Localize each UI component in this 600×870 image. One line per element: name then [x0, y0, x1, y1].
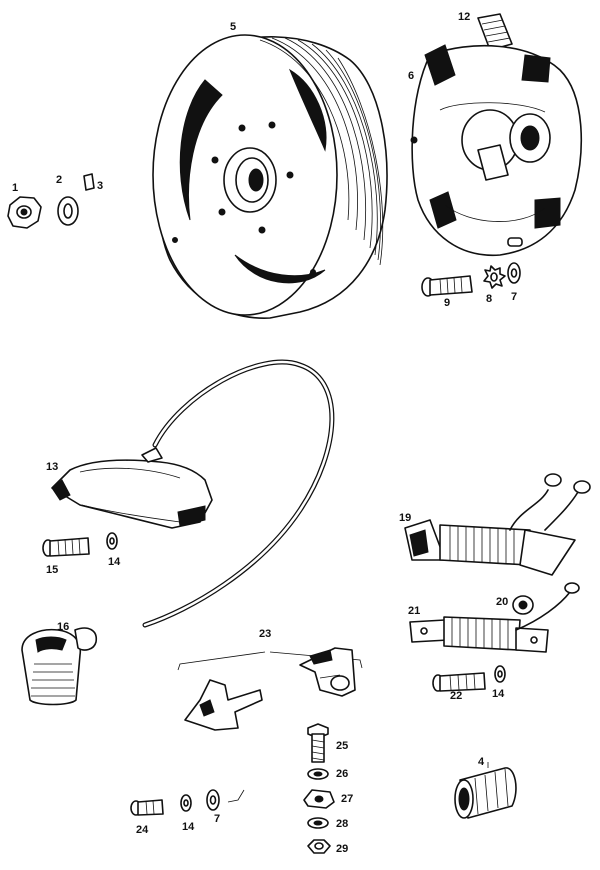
- label-16: 16: [57, 621, 69, 633]
- part-20-spacer: [512, 595, 534, 615]
- label-22: 22: [450, 690, 462, 702]
- label-23: 23: [259, 628, 271, 640]
- part-15-screw: [42, 537, 90, 557]
- label-1: 1: [12, 182, 18, 194]
- label-2: 2: [56, 174, 62, 186]
- label-7-top: 7: [511, 291, 517, 303]
- label-3: 3: [97, 180, 103, 192]
- part-14-washer-c: [180, 794, 192, 812]
- part-28-washer: [307, 817, 329, 829]
- part-8-lock-washer: [483, 265, 506, 289]
- part-23-breaker-assembly: [177, 647, 363, 731]
- part-12-brush: [477, 13, 513, 51]
- label-25: 25: [336, 740, 348, 752]
- label-14-bottom: 14: [182, 821, 195, 833]
- part-29-nut: [307, 839, 331, 854]
- part-14-washer-a: [106, 532, 118, 550]
- part-5-flywheel-rotor: [152, 34, 388, 319]
- label-20: 20: [496, 596, 508, 608]
- part-7-washer-bottom: [206, 789, 245, 811]
- label-19: 19: [399, 512, 411, 524]
- label-9: 9: [444, 297, 450, 309]
- label-13: 13: [46, 461, 58, 473]
- label-28: 28: [336, 818, 348, 830]
- label-14-coil: 14: [108, 556, 121, 568]
- label-4: 4: [478, 756, 485, 768]
- part-1-hex-nut: [7, 196, 42, 229]
- part-16-plug-cap: [21, 627, 98, 706]
- label-7-bottom: 7: [214, 813, 220, 825]
- label-5: 5: [230, 21, 236, 33]
- label-12: 12: [458, 11, 470, 23]
- part-14-washer-b: [494, 665, 506, 683]
- label-27: 27: [341, 793, 353, 805]
- label-8: 8: [486, 293, 492, 305]
- part-7-washer-top: [507, 262, 521, 284]
- part-19-lighting-coil: [404, 473, 591, 576]
- part-27-spring-washer: [303, 789, 335, 809]
- part-26-washer: [307, 768, 329, 780]
- part-25-bolt: [307, 723, 329, 763]
- part-9-screw: [421, 275, 473, 297]
- part-number-labels: 1 2 3 5 12 6 9 8 7 13 15 14 16 19 20 21 …: [12, 11, 517, 855]
- label-29: 29: [336, 843, 348, 855]
- part-3-key: [83, 173, 95, 191]
- label-24: 24: [136, 824, 149, 836]
- label-14-resistor: 14: [492, 688, 505, 700]
- label-6: 6: [408, 70, 414, 82]
- label-21: 21: [408, 605, 420, 617]
- part-21-resistor: [409, 582, 580, 653]
- part-4-sleeve: [454, 762, 517, 819]
- part-2-washer: [57, 196, 79, 226]
- part-6-stator-plate: [410, 44, 583, 256]
- part-24-screw: [130, 799, 164, 816]
- label-26: 26: [336, 768, 348, 780]
- part-22-screw: [432, 672, 486, 692]
- part-13-ignition-coil: [51, 359, 335, 628]
- label-15: 15: [46, 564, 58, 576]
